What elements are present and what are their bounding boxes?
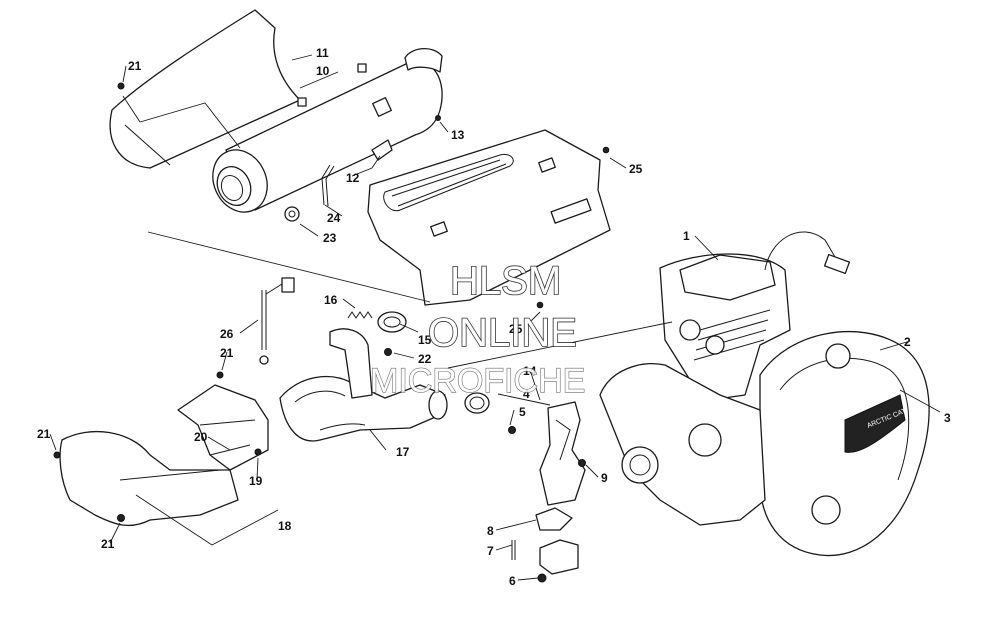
callout-25: 25 bbox=[509, 322, 523, 336]
callout-16: 16 bbox=[324, 293, 338, 307]
callout-26: 26 bbox=[220, 327, 234, 341]
callout-5: 5 bbox=[519, 405, 526, 419]
callout-3: 3 bbox=[944, 411, 951, 425]
callout-10: 10 bbox=[316, 64, 330, 78]
exhaust-header bbox=[259, 277, 490, 442]
leader-lines bbox=[49, 54, 941, 581]
engine-assembly bbox=[599, 231, 930, 557]
callout-13: 13 bbox=[451, 128, 465, 142]
callout-15: 15 bbox=[418, 333, 432, 347]
muffler-assembly bbox=[109, 9, 443, 222]
callout-19: 19 bbox=[249, 474, 263, 488]
watermark-line-1: HLSM bbox=[450, 259, 561, 303]
callout-21: 21 bbox=[128, 59, 142, 73]
watermark-line-2: ONLINE bbox=[428, 311, 577, 355]
callout-6: 6 bbox=[509, 574, 516, 588]
callout-20: 20 bbox=[194, 430, 208, 444]
callout-14: 14 bbox=[523, 364, 537, 378]
callout-11: 11 bbox=[316, 46, 329, 60]
callout-9: 9 bbox=[601, 471, 608, 485]
engine-mount-brackets bbox=[508, 401, 586, 583]
watermark: HLSM ONLINE MICROFICHE bbox=[369, 258, 586, 400]
callout-4: 4 bbox=[523, 387, 530, 401]
lower-heat-shield bbox=[53, 371, 269, 527]
callout-17: 17 bbox=[396, 445, 410, 459]
callout-labels: 21 11 10 13 12 24 23 25 1 2 3 16 15 22 2… bbox=[37, 46, 951, 588]
callout-21: 21 bbox=[37, 427, 51, 441]
group-leader-lower bbox=[135, 494, 279, 546]
callout-25: 25 bbox=[629, 162, 643, 176]
watermark-line-3: MICROFICHE bbox=[370, 362, 585, 400]
callout-12: 12 bbox=[346, 171, 360, 185]
group-leader-upper bbox=[147, 231, 431, 303]
callout-24: 24 bbox=[327, 211, 341, 225]
callout-18: 18 bbox=[278, 519, 292, 533]
callout-8: 8 bbox=[487, 524, 494, 538]
callout-22: 22 bbox=[418, 352, 432, 366]
callout-21: 21 bbox=[220, 346, 234, 360]
callout-23: 23 bbox=[323, 231, 337, 245]
callout-21: 21 bbox=[101, 537, 115, 551]
callout-7: 7 bbox=[487, 544, 494, 558]
heat-shield-plate bbox=[367, 129, 611, 309]
callout-2: 2 bbox=[904, 335, 911, 349]
callout-1: 1 bbox=[683, 229, 690, 243]
